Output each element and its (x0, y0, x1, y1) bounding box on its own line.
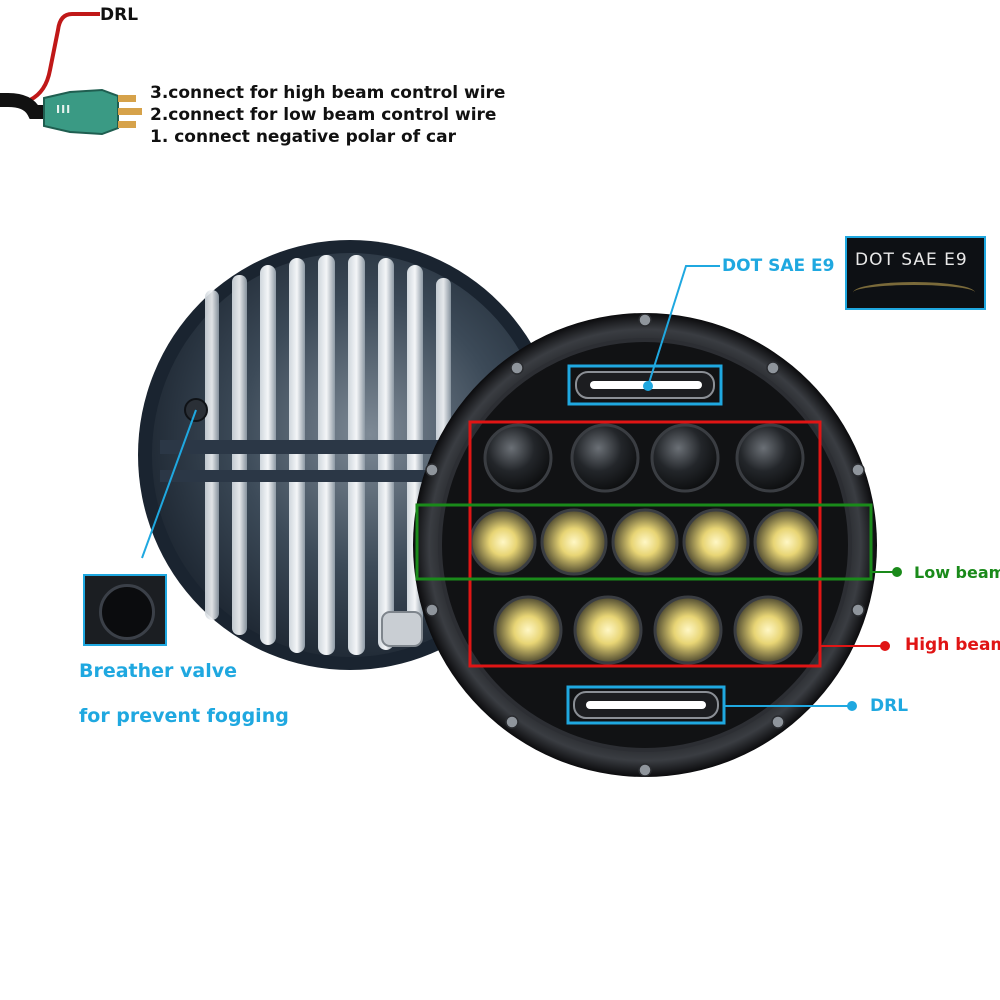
breather-valve-icon (99, 584, 155, 640)
breather-valve-label: Breather valve (79, 660, 238, 682)
drl-bottom-bar (573, 691, 719, 719)
dot-sae-label: DOT SAE E9 (722, 256, 835, 276)
drl-label: DRL (870, 696, 909, 716)
dot-sae-inset: DOT SAE E9 (845, 236, 986, 310)
high-beam-label: High beam (905, 635, 1000, 655)
bezel-screws (425, 313, 865, 777)
dot-sae-leader (647, 265, 720, 387)
connector-pins (118, 95, 142, 128)
heatsink-fins (205, 255, 451, 655)
callout-lines (141, 265, 895, 707)
low-beam-label: Low beam (914, 563, 1000, 582)
inset-lens-edge (853, 282, 975, 303)
high-beam-highlight-box (468, 420, 822, 668)
mounting-cross (160, 440, 440, 482)
led-projector-lens-icon (469, 423, 821, 665)
front-headlight (413, 313, 877, 777)
drl-pointer (847, 701, 857, 711)
drl-wire (29, 12, 100, 102)
breather-valve-inset (83, 574, 167, 646)
breather-valve-purpose: for prevent fogging (79, 705, 289, 727)
low-beam-pointer (892, 567, 902, 577)
instruction-low-beam: 2.connect for low beam control wire (150, 105, 497, 125)
drl-wire-label: DRL (100, 5, 139, 25)
high-beam-pointer (880, 641, 890, 651)
main-cable (0, 93, 59, 119)
cable-gland (381, 611, 423, 647)
connector-mark: III (56, 103, 72, 116)
low-beam-highlight-box (415, 503, 873, 581)
dot-sae-pointer (643, 381, 653, 391)
instruction-negative: 1. connect negative polar of car (150, 127, 456, 147)
wiring-harness (0, 12, 142, 136)
breather-leader (141, 409, 197, 559)
instruction-high-beam: 3.connect for high beam control wire (150, 83, 506, 103)
dot-sae-inset-text: DOT SAE E9 (855, 250, 968, 270)
drl-top-highlight-box (567, 364, 723, 406)
